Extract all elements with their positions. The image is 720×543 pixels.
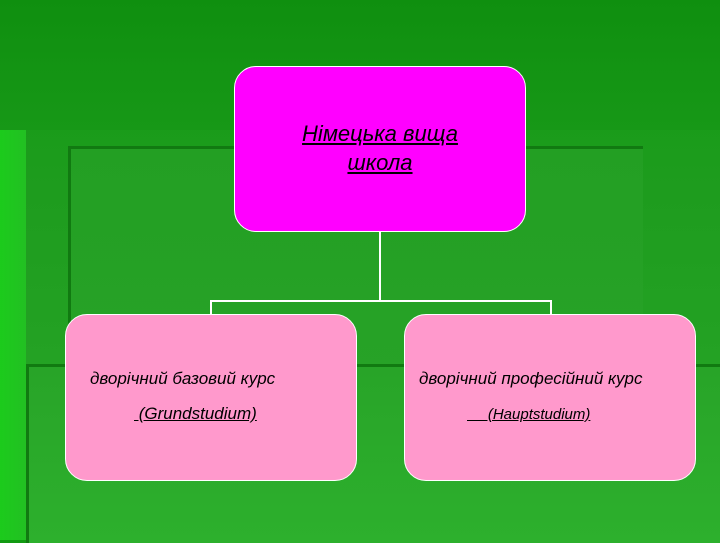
root-title-line2: школа (347, 150, 413, 175)
child-node-basic-course: дворічний базовий курс (Grundstudium) (65, 314, 357, 481)
child-node-label: дворічний професійний курс (419, 369, 643, 388)
background-left-strip (0, 130, 26, 540)
connector-horizontal (210, 300, 552, 302)
root-node: Німецька вища школа (234, 66, 526, 232)
root-node-title: Німецька вища школа (235, 119, 525, 177)
connector-to-left-child (210, 300, 212, 315)
child-node-sublabel: (Grundstudium) (134, 404, 257, 423)
connector-root-down (379, 230, 381, 302)
connector-to-right-child (550, 300, 552, 315)
root-title-line1: Німецька вища (302, 121, 458, 146)
child-node-label: дворічний базовий курс (90, 369, 276, 388)
child-node-sublabel: (Hauptstudium) (467, 406, 591, 423)
child-node-professional-course: дворічний професійний курс (Hauptstudium… (404, 314, 696, 481)
